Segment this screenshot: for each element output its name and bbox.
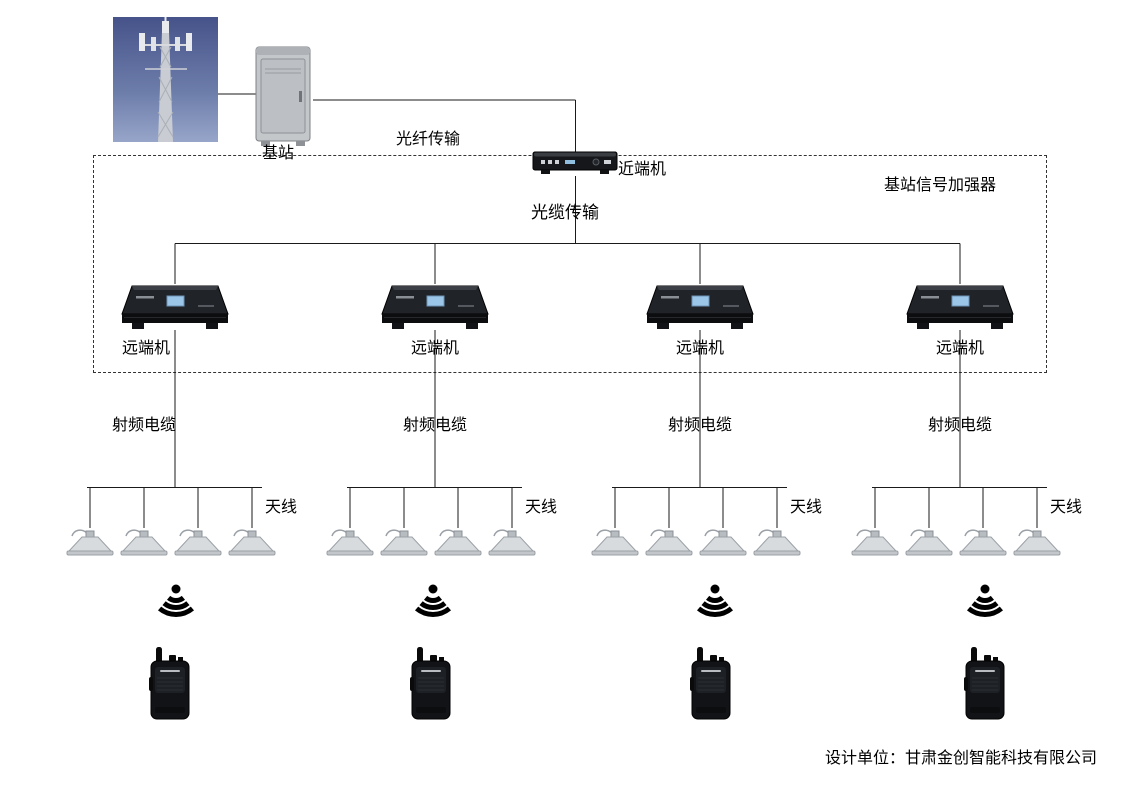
remote-unit-label: 远端机	[122, 340, 171, 357]
rf-cable-label: 射频电缆	[403, 417, 468, 434]
ceiling-antenna-icon	[904, 527, 954, 561]
designer-credit: 设计单位：甘肃金创智能科技有限公司	[824, 750, 1097, 767]
remote-unit-label: 远端机	[936, 340, 985, 357]
remote-unit-label: 远端机	[411, 340, 460, 357]
signal-waves-icon	[957, 582, 1013, 622]
ceiling-antenna-icon	[227, 527, 277, 561]
ceiling-antenna-icon	[698, 527, 748, 561]
walkie-talkie-icon	[408, 647, 454, 721]
fiber-transmission-label: 光纤传输	[396, 131, 461, 148]
antenna-label: 天线	[1050, 499, 1083, 516]
ceiling-antenna-icon	[1012, 527, 1062, 561]
signal-waves-icon	[405, 582, 461, 622]
ceiling-antenna-icon	[119, 527, 169, 561]
ceiling-antenna-icon	[850, 527, 900, 561]
ceiling-antenna-icon	[173, 527, 223, 561]
base-station-label: 基站	[262, 145, 295, 162]
cell-tower-photo	[113, 17, 218, 142]
ceiling-antenna-icon	[958, 527, 1008, 561]
near-end-unit-device	[532, 149, 618, 177]
ceiling-antenna-icon	[590, 527, 640, 561]
rf-cable-label: 射频电缆	[112, 417, 177, 434]
antenna-label: 天线	[525, 499, 558, 516]
antenna-label: 天线	[265, 499, 298, 516]
optical-cable-label: 光缆传输	[531, 203, 599, 222]
ceiling-antenna-icon	[644, 527, 694, 561]
remote-unit-device	[645, 281, 755, 333]
near-end-unit-label: 近端机	[618, 161, 667, 178]
booster-label: 基站信号加强器	[884, 177, 997, 194]
ceiling-antenna-icon	[752, 527, 802, 561]
ceiling-antenna-icon	[433, 527, 483, 561]
ceiling-antenna-icon	[65, 527, 115, 561]
walkie-talkie-icon	[688, 647, 734, 721]
rf-cable-label: 射频电缆	[668, 417, 733, 434]
rf-cable-label: 射频电缆	[928, 417, 993, 434]
remote-unit-device	[905, 281, 1015, 333]
remote-unit-device	[120, 281, 230, 333]
walkie-talkie-icon	[147, 647, 193, 721]
signal-waves-icon	[687, 582, 743, 622]
remote-unit-device	[380, 281, 490, 333]
antenna-label: 天线	[790, 499, 823, 516]
signal-waves-icon	[148, 582, 204, 622]
walkie-talkie-icon	[962, 647, 1008, 721]
equipment-cabinet	[255, 45, 313, 147]
remote-unit-label: 远端机	[676, 340, 725, 357]
ceiling-antenna-icon	[487, 527, 537, 561]
ceiling-antenna-icon	[379, 527, 429, 561]
ceiling-antenna-icon	[325, 527, 375, 561]
